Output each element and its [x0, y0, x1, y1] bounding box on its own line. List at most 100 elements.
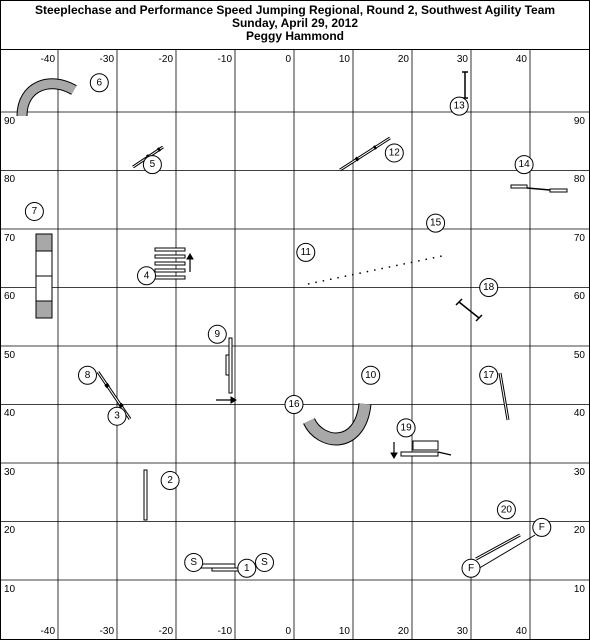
jump-14 [510, 184, 568, 193]
x-tick-label: 40 [516, 54, 528, 65]
x-tick-label: 10 [339, 626, 351, 637]
marker-label: 20 [501, 504, 513, 515]
course-marker-12: 12 [384, 143, 404, 163]
marker-label: 3 [114, 411, 120, 422]
x-tick-label: 0 [285, 54, 291, 65]
tunnel-6-fill [17, 79, 77, 117]
course-marker-2: 2 [160, 471, 180, 491]
x-tick-label: -40 [41, 54, 56, 65]
y-tick-label: 30 [4, 467, 16, 478]
x-tick-label: -30 [100, 54, 115, 65]
course-marker-15: 15 [426, 213, 446, 233]
marker-label: 12 [389, 147, 401, 158]
x-tick-label: -20 [159, 54, 174, 65]
marker-label: 10 [365, 370, 377, 381]
course-marker-17: 17 [479, 365, 499, 385]
course-marker-f: F [461, 558, 481, 578]
course-marker-18: 18 [479, 278, 499, 297]
course-marker-1: 1 [237, 558, 257, 578]
y-axis-right: 90 80 70 60 50 40 30 20 10 [574, 116, 586, 595]
y-tick-label: 20 [574, 525, 586, 536]
marker-label: 18 [483, 282, 495, 293]
course-marker-10: 10 [361, 365, 381, 385]
x-tick-label: 20 [398, 626, 410, 637]
course-marker-16: 16 [284, 395, 304, 414]
marker-label: 7 [32, 206, 38, 217]
jump-17 [498, 372, 510, 421]
marker-label: F [468, 563, 474, 574]
marker-label: 4 [144, 270, 150, 281]
y-tick-label: 40 [4, 408, 16, 419]
x-tick-label: 30 [457, 54, 469, 65]
x-tick-label: -30 [100, 626, 115, 637]
marker-label: 17 [483, 370, 495, 381]
course-marker-6: 6 [89, 73, 109, 93]
marker-circle [384, 143, 404, 163]
marker-circle [461, 558, 481, 578]
course-marker-13: 13 [449, 96, 469, 116]
marker-circle [479, 278, 499, 297]
dotted-path-11-15 [307, 255, 443, 285]
jump-13 [462, 71, 468, 99]
course-marker-s: S [255, 552, 274, 572]
marker-label: F [539, 522, 545, 533]
course-marker-3: 3 [107, 406, 127, 426]
jump-12 [339, 136, 391, 172]
marker-circle [284, 395, 304, 414]
jump-18 [455, 298, 483, 322]
marker-label: 5 [150, 159, 156, 170]
marker-circle [255, 552, 274, 572]
course-marker-5: 5 [142, 155, 162, 175]
marker-circle [237, 558, 257, 578]
course-marker-19: 19 [396, 418, 416, 438]
marker-label: 9 [215, 329, 221, 340]
marker-circle [207, 324, 227, 344]
marker-circle [449, 96, 469, 116]
course-marker-14: 14 [514, 155, 534, 175]
marker-label: 11 [301, 247, 312, 258]
y-tick-label: 60 [574, 291, 586, 302]
x-tick-label: 40 [516, 626, 528, 637]
course-marker-9: 9 [207, 324, 227, 344]
course-marker-7: 7 [24, 201, 44, 221]
course-marker-4: 4 [137, 266, 156, 286]
marker-label: 1 [244, 563, 250, 574]
marker-circle [142, 155, 162, 175]
marker-circle [24, 201, 44, 221]
jump-19 [390, 440, 452, 459]
x-tick-label: 30 [457, 626, 469, 637]
marker-circle [514, 155, 534, 175]
course-judge: Peggy Hammond [245, 29, 344, 43]
marker-circle [479, 365, 499, 385]
x-tick-label: -20 [159, 626, 174, 637]
marker-circle [137, 266, 156, 286]
x-axis-top: -40 -30 -20 -10 0 10 20 30 40 [41, 54, 528, 65]
y-tick-label: 90 [4, 116, 16, 127]
marker-circle [361, 365, 381, 385]
marker-circle [496, 500, 516, 520]
marker-circle [89, 73, 109, 93]
weave-4 [154, 247, 194, 280]
marker-circle [532, 517, 552, 537]
course-marker-11: 11 [296, 242, 316, 262]
marker-label: 8 [85, 370, 91, 381]
y-tick-label: 40 [574, 408, 586, 419]
y-tick-label: 80 [4, 174, 16, 185]
tunnel-16-10-fill [304, 403, 371, 445]
y-tick-label: 70 [4, 233, 16, 244]
y-tick-label: 80 [574, 174, 586, 185]
marker-label: 16 [288, 399, 300, 410]
x-tick-label: -10 [218, 626, 233, 637]
x-tick-label: 10 [339, 54, 351, 65]
y-tick-label: 20 [4, 525, 16, 536]
course-title: Steeplechase and Performance Speed Jumpi… [34, 3, 556, 17]
x-axis-bottom: -40 -30 -20 -10 0 10 20 30 40 [41, 626, 528, 637]
x-tick-label: 20 [398, 54, 410, 65]
course-marker-8: 8 [78, 365, 97, 385]
course-marker-f: F [532, 517, 552, 537]
y-tick-label: 70 [574, 233, 586, 244]
course-marker-s: S [184, 552, 204, 572]
marker-label: S [190, 557, 197, 568]
